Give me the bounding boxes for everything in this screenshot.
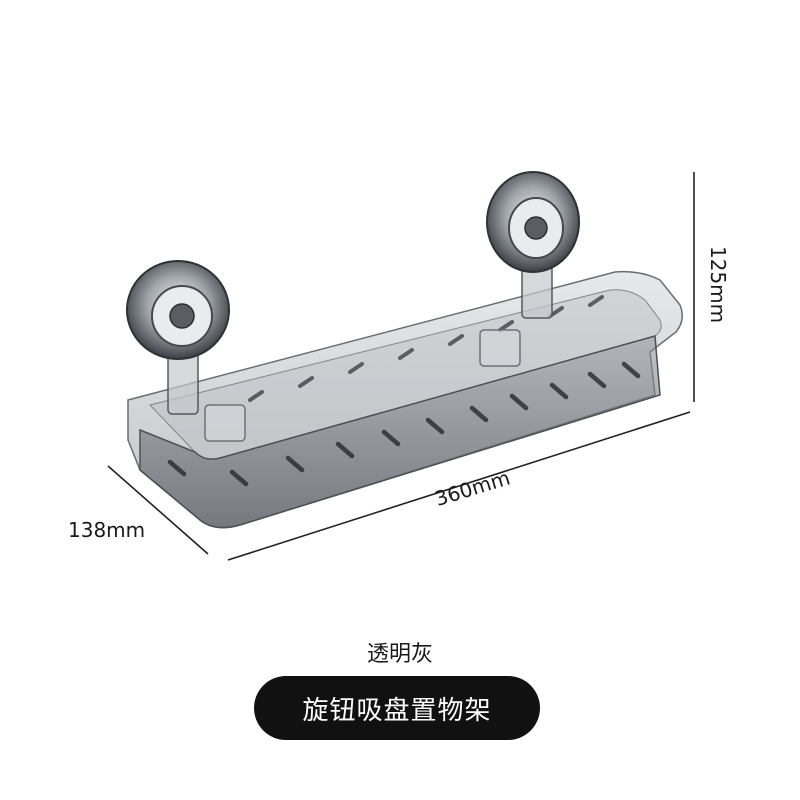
product-title-badge: 旋钮吸盘置物架 [254,676,540,740]
color-name: 透明灰 [366,642,433,667]
width-dimension-line [227,411,691,561]
depth-dimension-line [107,465,209,555]
suction-cup-left [126,260,230,415]
depth-label: 138mm [68,518,146,542]
suction-cup-right [486,171,580,319]
product-title: 旋钮吸盘置物架 [302,695,492,726]
shelf-tray [127,270,683,529]
height-label: 125mm [706,246,730,324]
